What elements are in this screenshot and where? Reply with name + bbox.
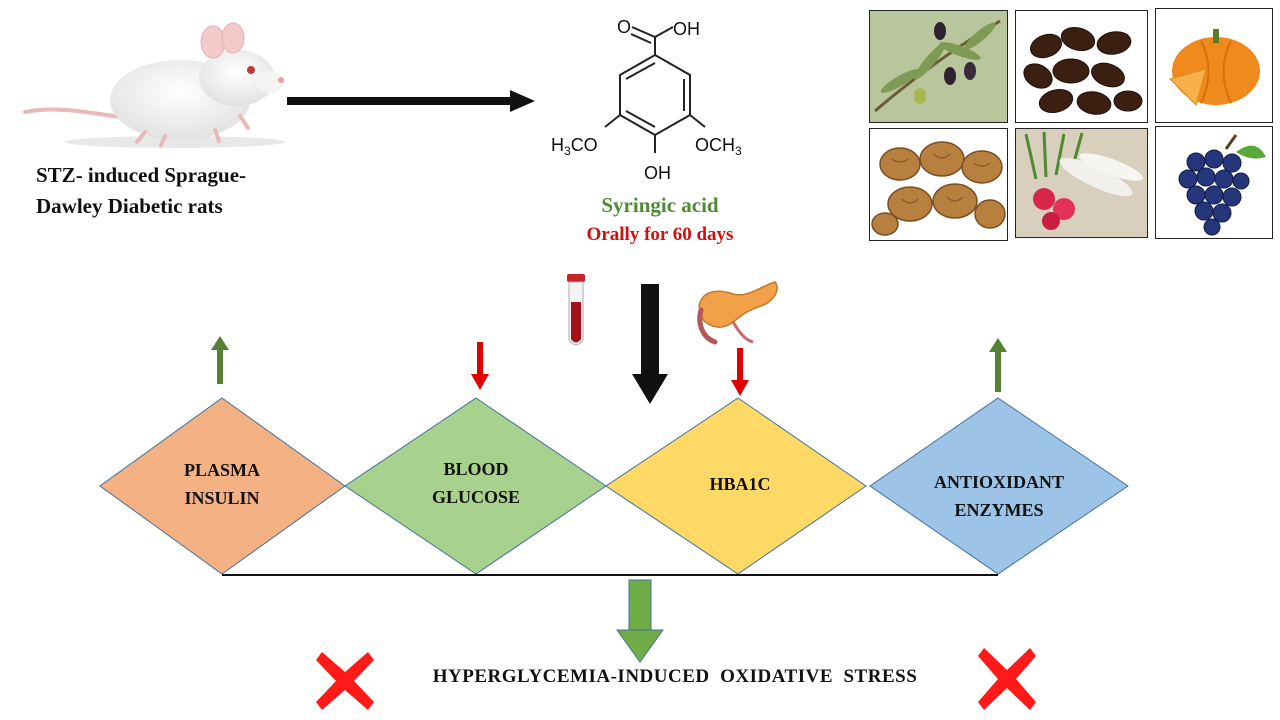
central-down-arrow [632, 284, 668, 404]
red-x-icon [978, 648, 1036, 710]
blood-tube-icon [567, 274, 585, 346]
pumpkin-icon [1169, 29, 1260, 106]
food-dates [1015, 10, 1148, 123]
insulin-label-line1: PLASMA [184, 460, 260, 480]
dates-icon [1023, 26, 1143, 115]
treatment-arrow [287, 90, 535, 112]
antioxidant-up-arrow [989, 338, 1007, 392]
glucose-down-arrow [471, 342, 489, 390]
compound-name: Syringic acid [601, 193, 719, 217]
subject-label-line2: Dawley Diabetic rats [36, 194, 223, 218]
insulin-label: PLASMA INSULIN [122, 456, 322, 512]
food-grapes [1155, 126, 1273, 239]
dose-label: Orally for 60 days [586, 224, 734, 245]
walnuts-icon [871, 141, 1006, 236]
food-walnuts [869, 128, 1008, 241]
glucose-label-line1: BLOOD [443, 459, 509, 479]
right-methoxy-label: OCH3 [695, 135, 742, 158]
olive-branch-icon [870, 11, 1007, 122]
antioxidant-label: ANTIOXIDANT ENZYMES [899, 468, 1099, 524]
food-radishes [1015, 128, 1148, 238]
insulin-label-line2: INSULIN [184, 488, 260, 508]
outcome-down-arrow [616, 579, 664, 663]
subject-label: STZ- induced Sprague- Dawley Diabetic ra… [36, 160, 336, 222]
food-pumpkin [1155, 8, 1273, 123]
antioxidant-label-line2: ENZYMES [954, 500, 1044, 520]
hba1c-label: HBA1C [640, 470, 840, 498]
hba1c-down-arrow [731, 348, 749, 396]
glucose-label: BLOOD GLUCOSE [376, 455, 576, 511]
antioxidant-label-line1: ANTIOXIDANT [933, 472, 1065, 492]
food-olive [869, 10, 1008, 123]
carbonyl-o-label: O [617, 17, 631, 37]
subject-label-line1: STZ- induced Sprague- [36, 163, 247, 187]
hba1c-label-line1: HBA1C [709, 474, 771, 494]
carboxyl-oh-label: OH [673, 19, 700, 39]
red-x-icon [316, 652, 374, 710]
glucose-label-line2: GLUCOSE [431, 487, 521, 507]
pancreas-icon [697, 281, 778, 345]
insulin-up-arrow [211, 336, 229, 384]
grapes-icon [1178, 134, 1266, 236]
effects-diamonds [99, 397, 1129, 576]
rat-illustration [23, 22, 285, 148]
outcome-label: HYPERGLYCEMIA-INDUCED OXIDATIVE STRESS [432, 666, 918, 687]
radishes-icon [1016, 129, 1147, 237]
phenol-oh-label: OH [644, 163, 671, 183]
syringic-acid-structure: O OH H3CO OCH3 OH [551, 17, 742, 183]
left-methoxy-label: H3CO [551, 135, 598, 158]
